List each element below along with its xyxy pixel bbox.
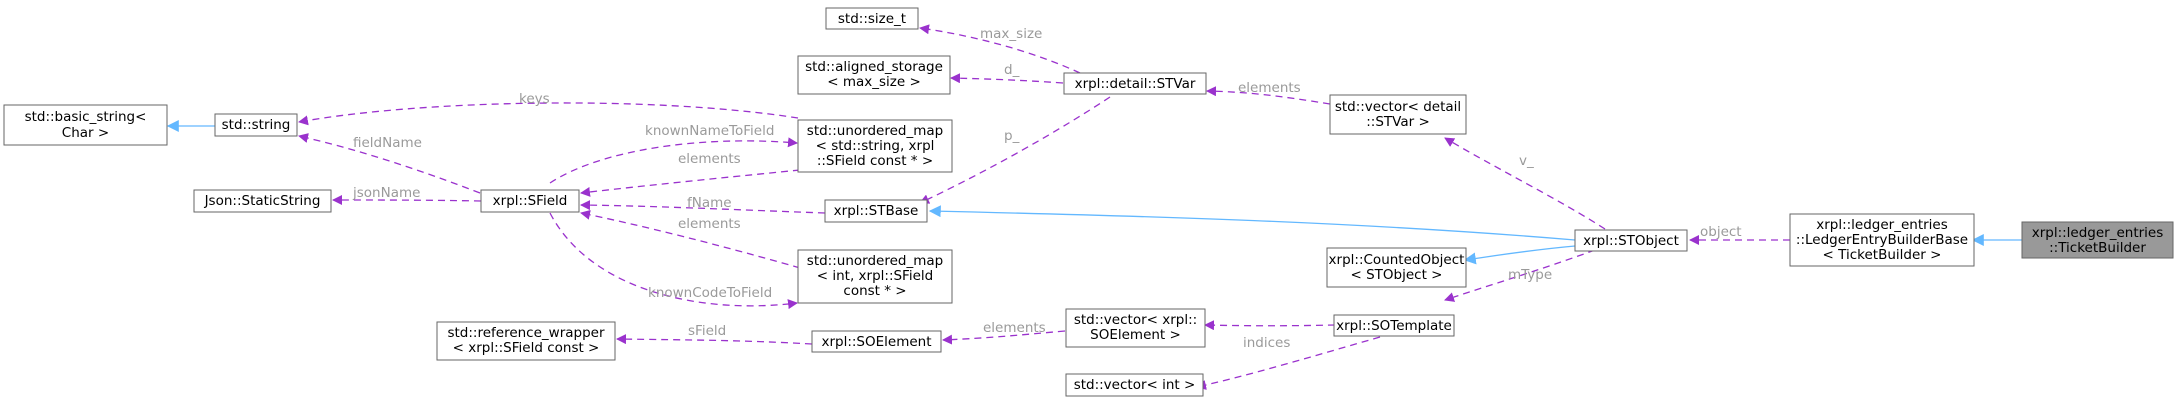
node-aligned-storage-line-1: std::aligned_storage [805,59,943,75]
edge-elements-soelement [942,330,1066,345]
node-map-string[interactable]: std::unordered_map < std::string, xrpl :… [797,119,953,173]
node-map-string-line-1: std::unordered_map [807,123,943,139]
edge-label-field-name: fieldName [353,135,422,151]
edge-label-p: p_ [1004,128,1020,144]
node-stbase-line-1: xrpl::STBase [834,203,919,219]
node-static-string[interactable]: Json::StaticString [193,189,332,213]
node-counted-object-line-1: xrpl::CountedObject [1329,252,1465,268]
edge-label-elements-map-int: elements [678,216,741,232]
node-vector-soelement[interactable]: std::vector< xrpl:: SOElement > [1065,308,1206,348]
node-ticket-builder-line-2: ::TicketBuilder [2049,240,2146,256]
edge-fname [580,200,826,214]
node-stobject-line-1: xrpl::STObject [1583,233,1679,249]
node-basic-string-line-2: Char > [62,125,109,141]
node-sfield-line-1: xrpl::SField [493,193,568,209]
node-basic-string[interactable]: std::basic_string< Char > [3,104,168,146]
node-vector-int[interactable]: std::vector< int > [1065,373,1204,397]
node-aligned-storage[interactable]: std::aligned_storage < max_size > [797,55,951,95]
edge-label-layer: object v_ elements mType max_size d_ p_ … [352,26,1742,351]
edge-known-code-to-field [549,212,798,310]
edge-inherit-counted-to-stobject [1463,245,1576,265]
node-size-t-line-1: std::size_t [838,11,906,27]
edge-max-size [919,24,1081,74]
node-vector-int-line-1: std::vector< int > [1074,377,1196,393]
edge-label-v: v_ [1519,153,1534,169]
node-vector-stvar-line-2: ::STVar > [1366,114,1430,130]
node-size-t[interactable]: std::size_t [825,7,919,30]
edge-label-indices: indices [1243,335,1290,351]
edge-label-elements-soelement: elements [983,320,1046,336]
node-stobject[interactable]: xrpl::STObject [1574,229,1688,252]
node-aligned-storage-line-2: < max_size > [827,74,921,90]
edge-label-fname: fName [687,195,732,211]
node-ledger-entry-builder-base-line-2: ::LedgerEntryBuilderBase [1796,232,1968,248]
edge-elements-map-string [580,169,801,197]
edge-p [919,96,1111,204]
edge-v [1444,137,1606,230]
node-ticket-builder[interactable]: xrpl::ledger_entries ::TicketBuilder [2021,221,2174,259]
edge-layer [166,24,2022,390]
edge-label-max-size: max_size [980,26,1042,42]
edge-label-keys: keys [519,91,550,107]
node-reference-wrapper[interactable]: std::reference_wrapper < xrpl::SField co… [436,321,616,361]
edge-indices [1196,336,1381,390]
node-map-int[interactable]: std::unordered_map < int, xrpl::SField c… [797,249,953,304]
node-static-string-line-1: Json::StaticString [204,193,321,209]
edge-label-elements-map-string: elements [678,151,741,167]
node-map-string-line-2: < std::string, xrpl [816,138,935,154]
edge-label-known-name-to-field: knownNameToField [645,123,774,139]
node-ledger-entry-builder-base[interactable]: xrpl::ledger_entries ::LedgerEntryBuilde… [1789,213,1975,267]
edge-sfield [616,334,813,345]
node-vector-soelement-line-2: SOElement > [1090,327,1181,343]
node-ledger-entry-builder-base-line-1: xrpl::ledger_entries [1816,217,1948,233]
node-vector-stvar[interactable]: std::vector< detail ::STVar > [1329,94,1467,135]
edge-elements-vector-soelement [1204,320,1336,331]
node-reference-wrapper-line-1: std::reference_wrapper [447,325,605,341]
node-std-string-line-1: std::string [222,117,291,133]
node-counted-object-line-2: < STObject > [1351,267,1443,283]
edge-label-d: d_ [1004,62,1020,78]
edge-label-known-code-to-field: knownCodeToField [648,285,772,301]
node-sotemplate-line-1: xrpl::SOTemplate [1336,318,1452,334]
node-stvar-line-1: xrpl::detail::STVar [1075,76,1196,92]
edge-keys [298,102,799,126]
edge-known-name-to-field [549,137,798,184]
edge-elements-map-int [580,209,801,269]
node-sotemplate[interactable]: xrpl::SOTemplate [1333,314,1455,337]
edge-label-elements-stvar: elements [1238,80,1301,96]
edge-label-json-name: jsonName [352,185,420,201]
edge-json-name [332,195,482,206]
node-basic-string-line-1: std::basic_string< [25,109,147,125]
edge-label-object: object [1700,224,1742,240]
node-stvar[interactable]: xrpl::detail::STVar [1063,72,1207,95]
node-map-string-line-3: ::SField const * > [817,153,933,169]
node-map-int-line-3: const * > [843,283,906,299]
edge-inherit-stbase-to-stobject [928,205,1576,241]
node-vector-stvar-line-1: std::vector< detail [1335,99,1461,115]
edge-elements-stvar [1206,86,1331,105]
node-soelement-line-1: xrpl::SOElement [821,334,931,350]
node-ticket-builder-line-1: xrpl::ledger_entries [2032,225,2164,241]
node-soelement[interactable]: xrpl::SOElement [811,330,942,353]
edge-label-sfield: sField [688,323,726,339]
node-vector-soelement-line-1: std::vector< xrpl:: [1074,312,1197,328]
node-map-int-line-2: < int, xrpl::SField [817,268,933,284]
edge-label-mtype: mType [1508,267,1552,283]
node-layer: xrpl::ledger_entries ::TicketBuilder xrp… [3,7,2174,397]
node-reference-wrapper-line-2: < xrpl::SField const > [453,340,600,356]
node-stbase[interactable]: xrpl::STBase [824,199,928,223]
node-std-string[interactable]: std::string [214,113,298,137]
node-counted-object[interactable]: xrpl::CountedObject < STObject > [1326,247,1467,288]
node-map-int-line-1: std::unordered_map [807,253,943,269]
edge-d [950,73,1064,84]
node-ledger-entry-builder-base-line-3: < TicketBuilder > [1823,247,1942,263]
node-sfield[interactable]: xrpl::SField [480,189,580,213]
